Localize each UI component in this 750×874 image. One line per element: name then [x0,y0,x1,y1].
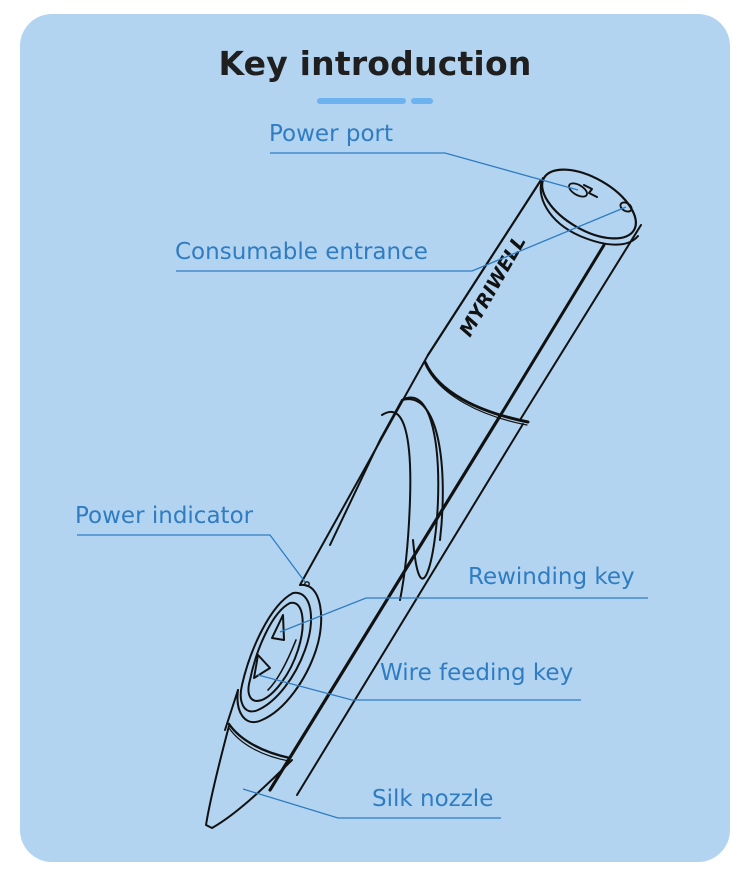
wire-feeding-key-icon [253,654,271,679]
leader-silk-nozzle [242,788,501,819]
pen-top-cap [539,168,639,246]
button-housing [236,581,323,723]
leader-wire-feeding-key [257,674,581,701]
title-underline-short [411,98,433,104]
label-rewinding-key: Rewinding key [468,564,635,590]
pen-barrel-right-edge [519,224,642,421]
pen-grip-curve-inner [381,410,412,601]
leader-power-indicator [77,534,306,583]
page-title: Key introduction [218,44,532,83]
pen-barrel-left-edge [426,178,543,357]
nozzle-ring [227,722,292,760]
pen-barrel-ring [423,360,530,424]
brand-logo: MYRIWELL [455,232,530,340]
consumable-hole-icon [619,201,633,213]
leader-lines [77,152,648,819]
power-indicator-icon [304,581,310,587]
pen-body-right-edge [296,423,524,796]
leader-rewinding-key [279,597,648,633]
pen-barrel-center-line [498,243,606,418]
title-underline-long [317,98,406,104]
leader-consumable-entrance [176,206,627,272]
label-silk-nozzle: Silk nozzle [372,786,494,812]
pen-body-center-line [268,414,502,792]
rewinding-key-icon [271,614,285,641]
pen-body-left-edge [299,354,429,586]
silk-nozzle-cone [205,725,293,829]
key-introduction-card: Key introduction [20,14,730,862]
label-wire-feeding-key: Wire feeding key [380,660,574,686]
label-consumable-entrance: Consumable entrance [175,239,428,265]
label-power-indicator: Power indicator [75,503,254,529]
power-port-icon [568,182,588,198]
leader-power-port [270,152,579,191]
label-power-port: Power port [269,121,393,147]
pen-illustration [205,168,642,829]
